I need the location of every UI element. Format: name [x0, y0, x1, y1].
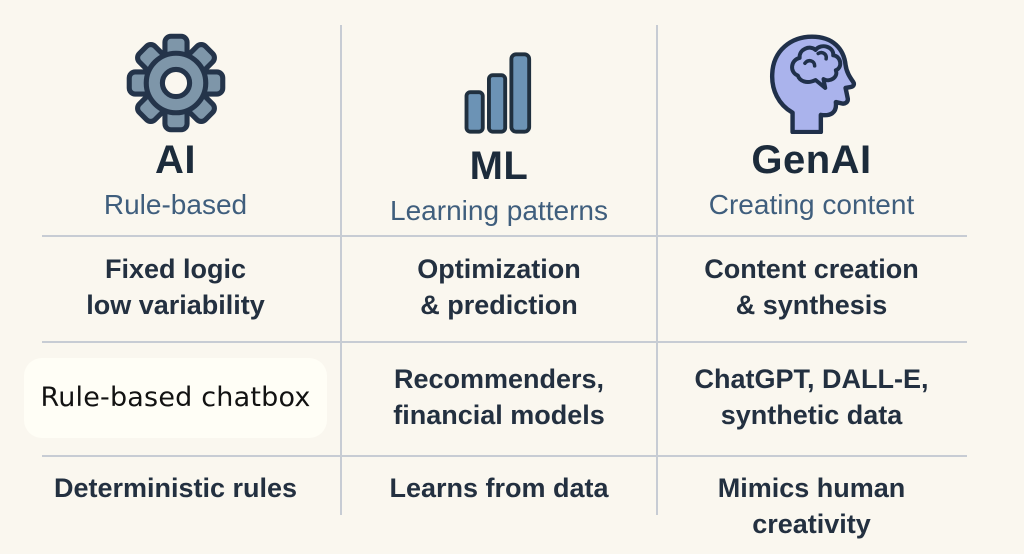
cell-line: Mimics human creativity: [717, 473, 906, 539]
header-column-genai: GenAI Creating content: [657, 22, 1024, 234]
cell-line: low variability: [86, 290, 265, 320]
highlight-pill: Rule-based chatbox: [24, 357, 327, 439]
row-divider-1: [42, 235, 967, 237]
cell-ai-examples: Rule-based chatbox: [0, 341, 341, 455]
cell-line: Recommenders,: [393, 364, 605, 395]
header-column-ai: AI Rule-based: [0, 22, 341, 234]
cell-ai-behavior: Deterministic rules: [0, 455, 341, 542]
cell-ml-examples: Recommenders, financial models: [341, 341, 657, 455]
table-row: Deterministic rules Learns from data Mim…: [0, 455, 1024, 539]
table-row: Rule-based chatbox Recommenders, financi…: [0, 341, 1024, 455]
column-title: GenAI: [751, 138, 872, 182]
table-row: Fixed logic low variability Optimization…: [0, 235, 1024, 341]
head-brain-icon: [759, 22, 865, 134]
column-divider-1: [340, 25, 342, 515]
cell-line: Optimization: [417, 254, 581, 285]
cell-line: Deterministic rules: [53, 473, 298, 503]
column-subtitle: Rule-based: [103, 189, 248, 220]
column-subtitle: Learning patterns: [390, 195, 608, 226]
cell-line: Rule-based chatbox: [40, 381, 311, 413]
cell-genai-examples: ChatGPT, DALL-E, synthetic data: [657, 341, 1024, 455]
row-divider-3: [42, 455, 967, 457]
gear-icon: [125, 22, 227, 134]
cell-genai-scope: Content creation & synthesis: [657, 235, 1024, 341]
cell-line: Learns from data: [389, 473, 609, 503]
cell-ml-scope: Optimization & prediction: [341, 235, 657, 341]
header-row: AI Rule-based ML Learning patterns: [0, 22, 1024, 234]
cell-line: Fixed logic: [104, 254, 247, 285]
column-title: ML: [469, 144, 529, 188]
bar-chart-icon: [461, 22, 537, 140]
cell-ai-scope: Fixed logic low variability: [0, 235, 341, 341]
column-title: AI: [155, 138, 196, 182]
row-divider-2: [42, 341, 967, 343]
column-divider-2: [656, 25, 658, 515]
cell-line: & synthesis: [735, 290, 888, 320]
cell-ml-behavior: Learns from data: [341, 455, 657, 542]
cell-line: synthetic data: [720, 400, 903, 430]
cell-line: Content creation: [704, 254, 919, 285]
column-subtitle: Creating content: [708, 189, 915, 220]
cell-genai-behavior: Mimics human creativity: [657, 455, 1024, 542]
cell-line: & prediction: [420, 290, 578, 320]
cell-line: ChatGPT, DALL-E,: [694, 364, 929, 395]
header-column-ml: ML Learning patterns: [341, 22, 657, 234]
cell-line: financial models: [393, 400, 605, 430]
